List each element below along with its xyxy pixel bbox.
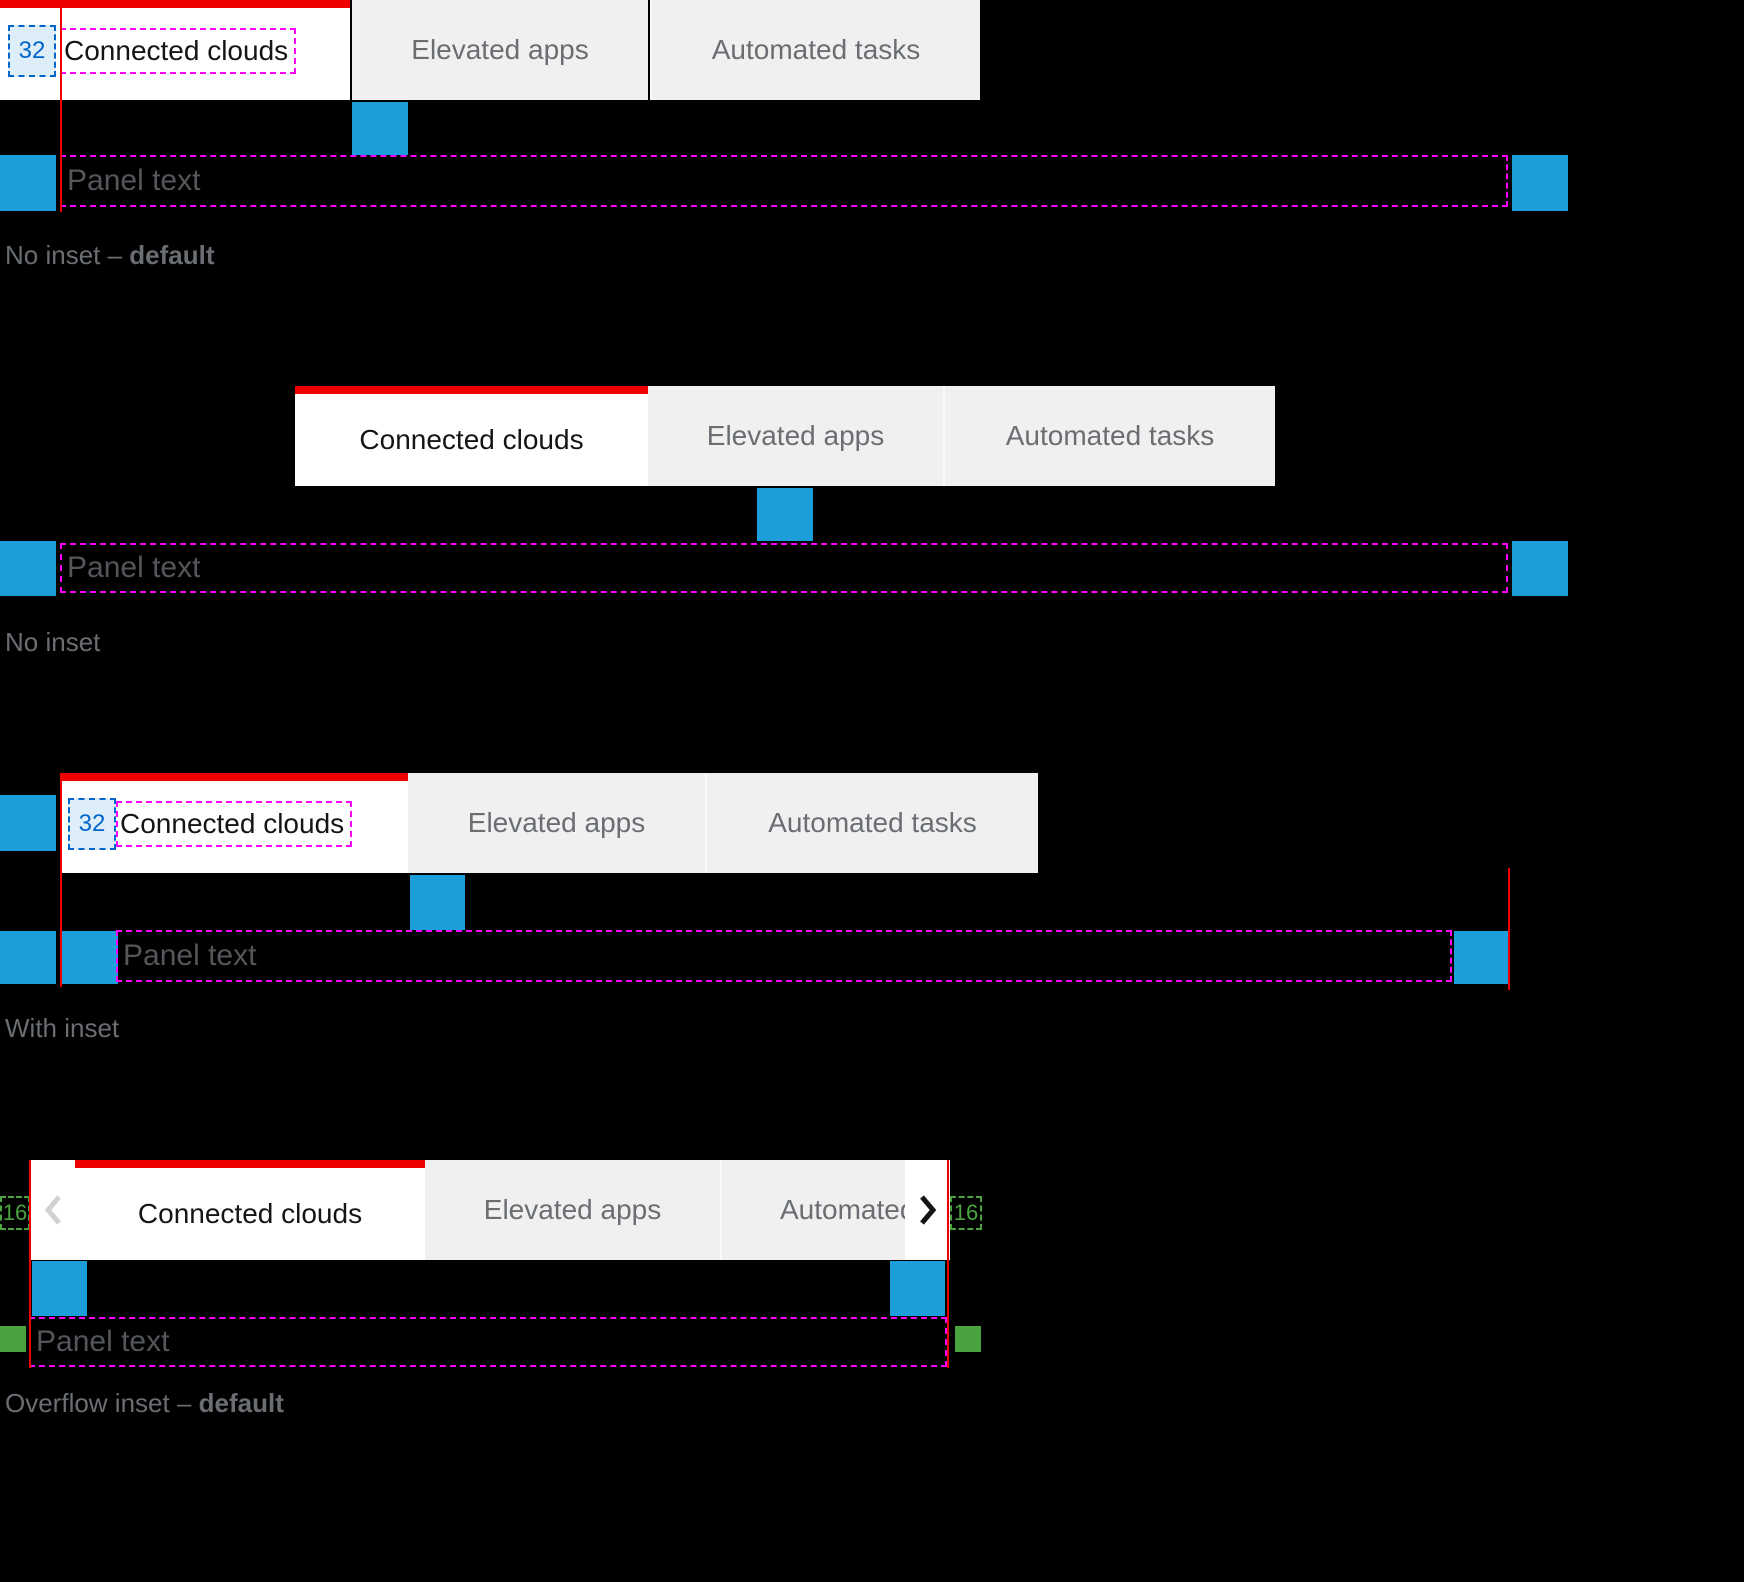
tab-label: Automated tasks: [780, 1194, 905, 1225]
tabs-scroll-right-button[interactable]: [905, 1160, 950, 1260]
spacing-16-annotation: 16: [950, 1196, 982, 1230]
spacing-32-label: 32: [78, 810, 106, 837]
caption-text: Overflow inset –: [5, 1388, 199, 1418]
tab-label: Elevated apps: [706, 420, 885, 451]
tab-elevated-apps[interactable]: Elevated apps: [425, 1160, 720, 1260]
panel-text: Panel text: [123, 939, 257, 972]
spacing-16-label: 16: [2, 1200, 28, 1225]
tab-label: Elevated apps: [467, 807, 646, 838]
inset-spacer-indicator: [955, 1326, 981, 1352]
caption-with-inset: With inset: [5, 1013, 119, 1044]
tab-connected-clouds[interactable]: Connected clouds: [75, 1160, 425, 1260]
tab-label: Connected clouds: [137, 1198, 363, 1229]
spacer-indicator: [410, 875, 465, 930]
chevron-right-icon: [919, 1195, 936, 1225]
spacer-indicator: [1512, 541, 1568, 596]
tab-label: Automated tasks: [711, 34, 921, 65]
tab-label: Automated tasks: [768, 807, 977, 838]
tab-label: Connected clouds: [64, 35, 289, 66]
caption-text: No inset: [5, 627, 101, 657]
spacer-indicator: [890, 1261, 945, 1316]
tab-elevated-apps[interactable]: Elevated apps: [408, 773, 705, 873]
caption-no-inset-default: No inset – default: [5, 240, 215, 271]
tab-connected-clouds[interactable]: Connected clouds: [295, 386, 648, 486]
alignment-guide-line: [1508, 868, 1510, 990]
tab-label: Elevated apps: [411, 34, 589, 65]
spacer-indicator: [62, 931, 118, 984]
panel-text-area: Panel text: [29, 1317, 947, 1367]
spacing-32-label: 32: [18, 37, 46, 64]
panel-text: Panel text: [67, 551, 201, 584]
spacer-indicator: [757, 488, 813, 541]
spacer-indicator: [0, 931, 56, 984]
tab-label: Automated tasks: [1005, 420, 1215, 451]
tabs-scroll-left-button[interactable]: [30, 1160, 75, 1260]
caption-bold-text: default: [129, 240, 215, 270]
caption-no-inset: No inset: [5, 627, 100, 658]
spacing-32-annotation: 32: [8, 25, 56, 77]
tab-elevated-apps[interactable]: Elevated apps: [648, 386, 943, 486]
spacer-indicator: [1454, 931, 1510, 984]
tab-label: Connected clouds: [120, 808, 345, 839]
panel-text: Panel text: [36, 1325, 170, 1358]
tab-label-annotation-box: Connected clouds: [60, 28, 296, 74]
spacer-indicator: [32, 1261, 87, 1316]
caption-text: With inset: [5, 1013, 120, 1043]
caption-bold-text: default: [198, 1388, 284, 1418]
caption-text: No inset –: [5, 240, 130, 270]
alignment-guide-line: [60, 0, 62, 212]
spacer-indicator: [0, 155, 56, 211]
tab-automated-tasks[interactable]: Automated tasks: [943, 386, 1275, 486]
tab-elevated-apps[interactable]: Elevated apps: [352, 0, 648, 100]
tab-connected-clouds[interactable]: 32 Connected clouds: [0, 0, 350, 100]
panel-text-area: Panel text: [60, 543, 1508, 593]
alignment-guide-line: [60, 773, 62, 987]
tab-label-annotation-box: Connected clouds: [116, 801, 352, 847]
alignment-guide-line: [29, 1160, 31, 1368]
spacing-16-annotation: 16: [0, 1196, 30, 1230]
spacer-indicator: [0, 795, 56, 851]
spacing-32-annotation: 32: [68, 798, 116, 850]
chevron-left-icon: [44, 1195, 61, 1225]
spacer-indicator: [0, 541, 56, 596]
tab-label: Connected clouds: [359, 424, 584, 455]
panel-text: Panel text: [67, 164, 201, 197]
inset-spacer-indicator: [0, 1326, 26, 1352]
spacer-indicator: [1512, 155, 1568, 211]
tab-automated-tasks[interactable]: Automated tasks: [650, 0, 980, 100]
tab-connected-clouds[interactable]: 32 Connected clouds: [62, 773, 408, 873]
caption-overflow-inset-default: Overflow inset – default: [5, 1388, 284, 1419]
panel-text-area: Panel text: [60, 155, 1508, 207]
tab-label: Elevated apps: [483, 1194, 662, 1225]
spacing-16-label: 16: [953, 1200, 979, 1225]
spacer-indicator: [352, 102, 408, 155]
tab-automated-tasks[interactable]: Automated tasks: [705, 773, 1038, 873]
alignment-guide-line: [947, 1160, 949, 1368]
panel-text-area: Panel text: [116, 930, 1452, 982]
tab-automated-tasks[interactable]: Automated tasks: [720, 1160, 905, 1260]
